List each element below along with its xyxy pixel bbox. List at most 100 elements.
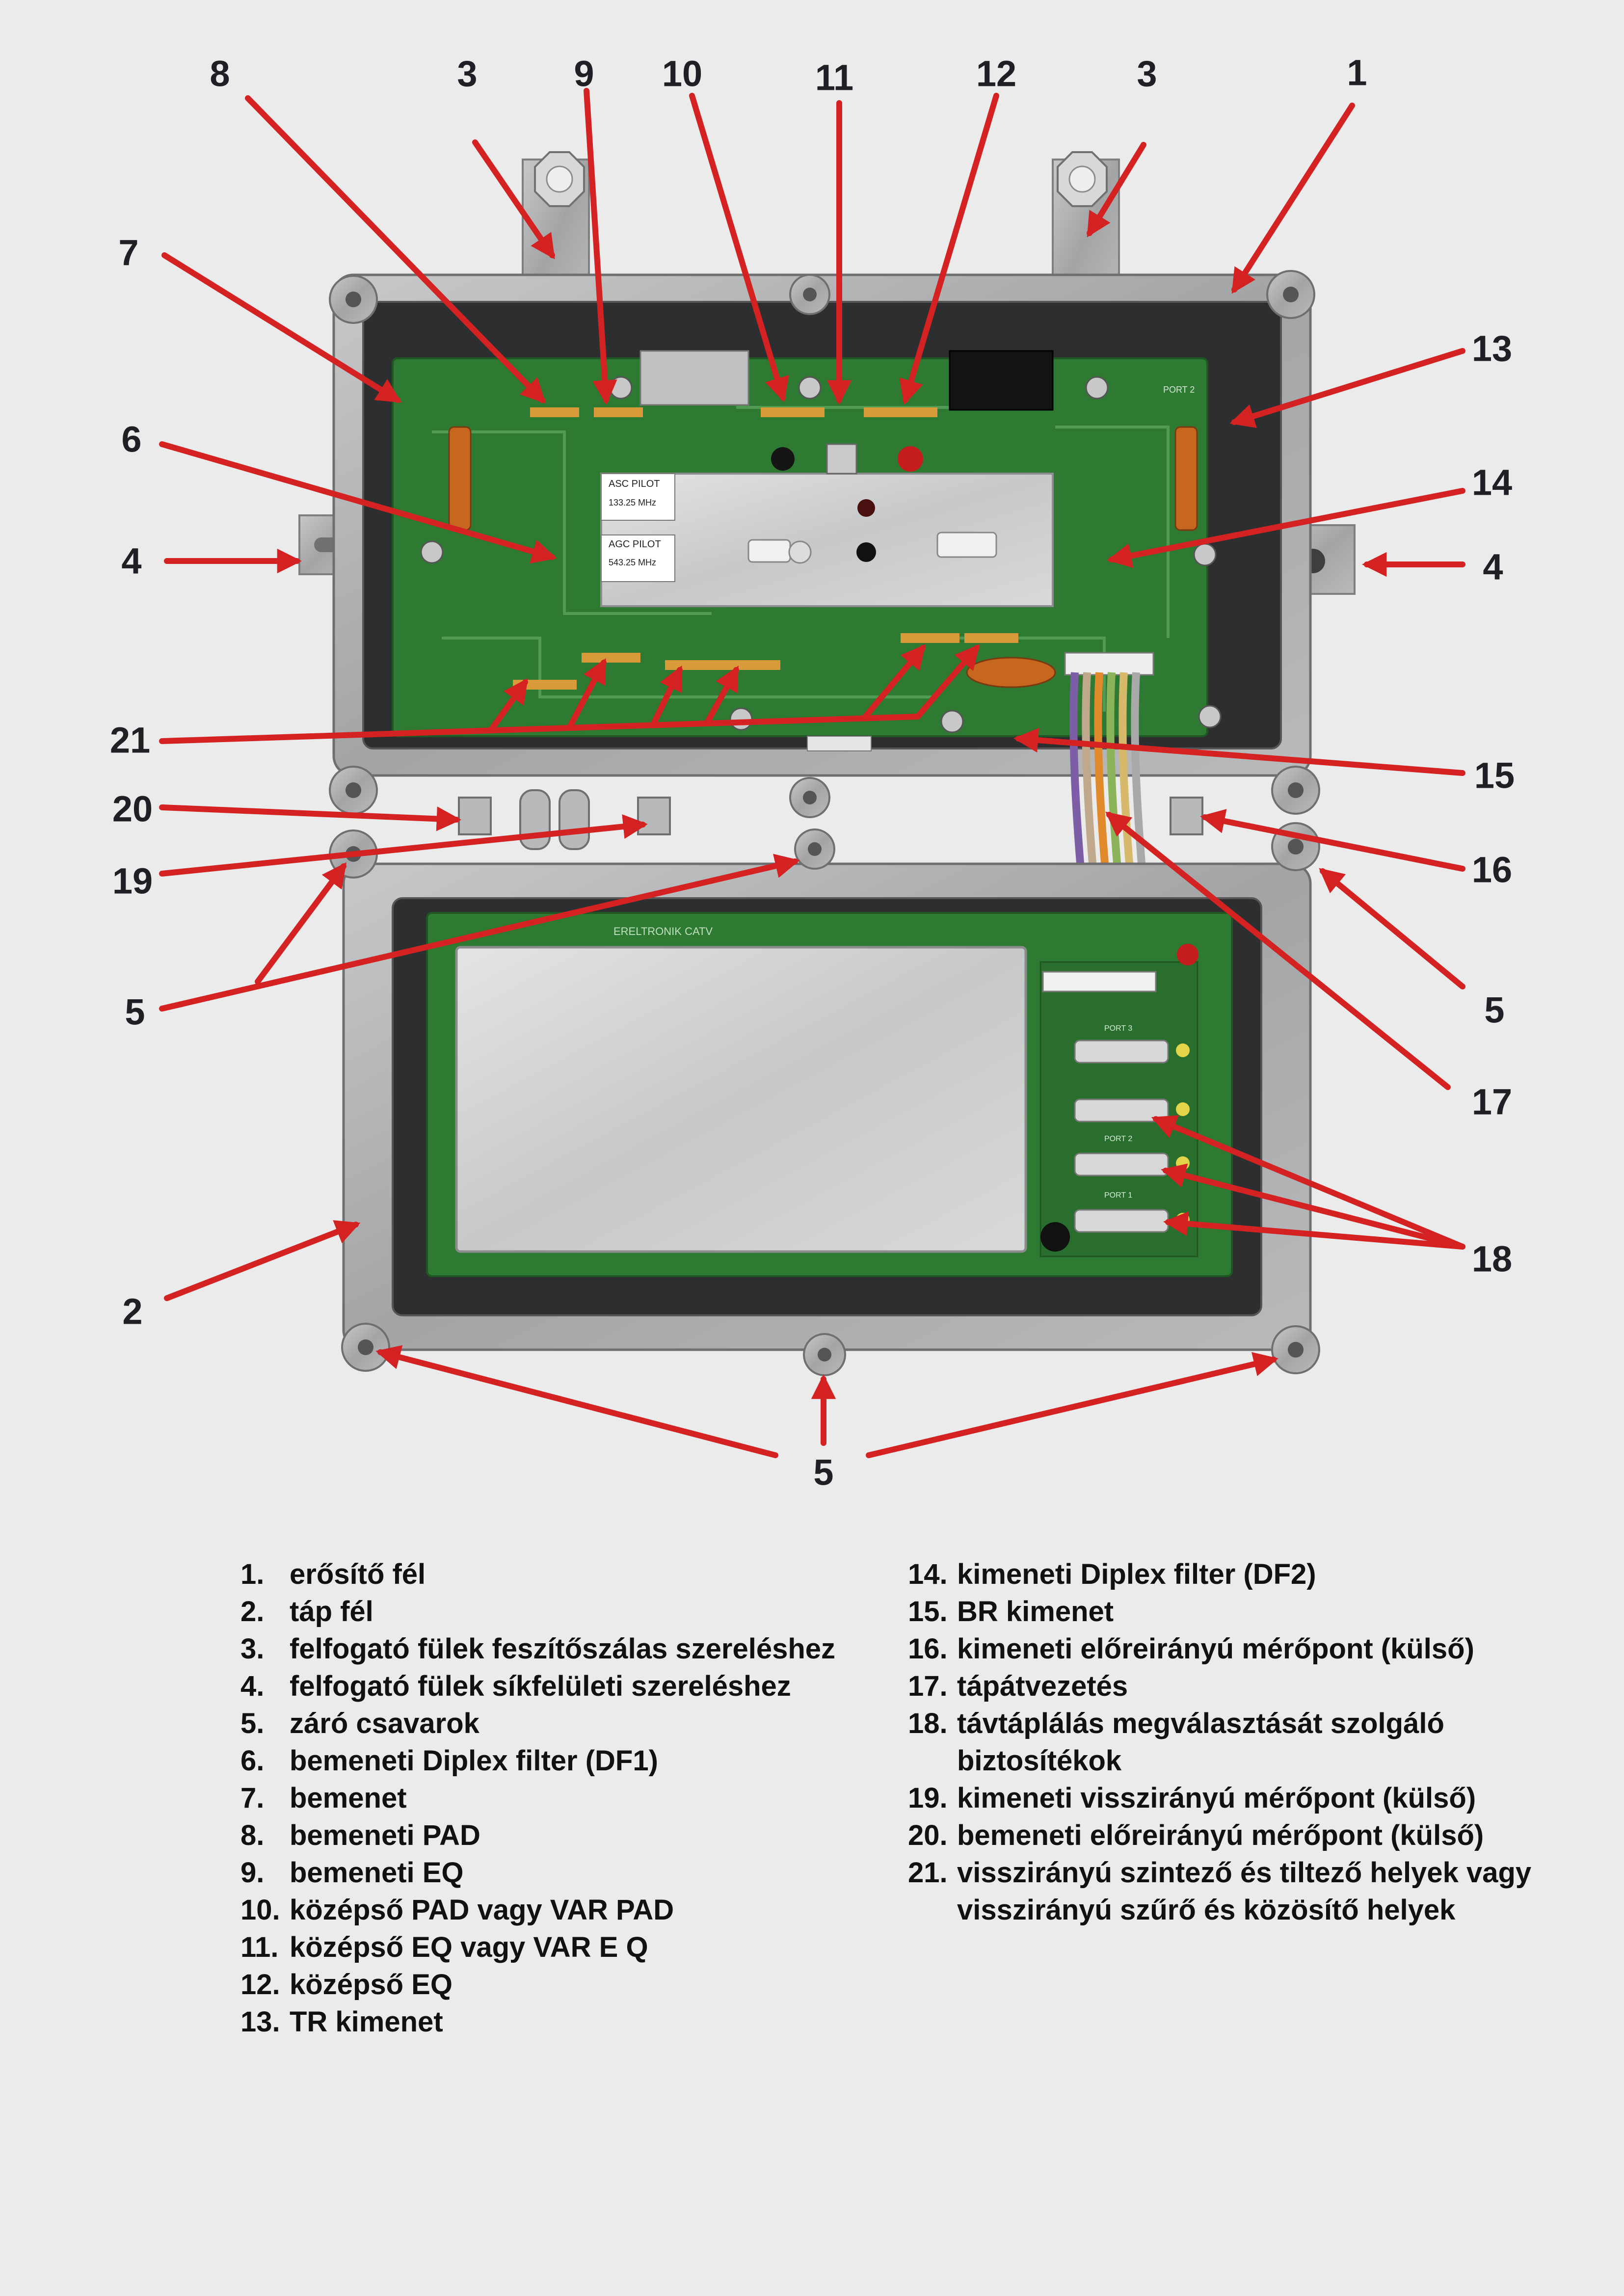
- legend-text: kimeneti előreirányú mérőpont (külső): [957, 1633, 1474, 1665]
- legend-text: erősítő fél: [290, 1558, 426, 1590]
- legend-text: középső PAD vagy VAR PAD: [290, 1894, 674, 1926]
- legend-text: távtáplálás megválasztását szolgáló bizt…: [957, 1708, 1444, 1777]
- legend-right: 14. kimeneti Diplex filter (DF2) 15. BR ki…: [908, 1556, 1546, 1929]
- legend-text: bemeneti EQ: [290, 1857, 464, 1889]
- legend-item: 12. középső EQ: [240, 1966, 874, 2003]
- legend-item: 11.középső EQ vagy VAR E Q: [240, 1929, 874, 1966]
- legend-item: 16. kimeneti előreirányú mérőpont (külső): [908, 1630, 1546, 1668]
- legend-text: táp fél: [290, 1596, 373, 1628]
- fuse-label-port2: PORT 2: [1104, 1135, 1132, 1143]
- callout-5-bottom: 5: [813, 1452, 834, 1493]
- legend-num: 4.: [240, 1670, 265, 1702]
- legend-text: kimeneti Diplex filter (DF2): [957, 1558, 1316, 1590]
- callout-8: 8: [210, 53, 230, 94]
- legend-item: 7. bemenet: [240, 1780, 874, 1817]
- legend-item: 10. középső PAD vagy VAR PAD: [240, 1892, 874, 1929]
- legend-num: 6.: [240, 1745, 265, 1777]
- legend-item: 13. TR kimenet: [240, 2003, 874, 2041]
- input-coil: [448, 426, 472, 531]
- legend-num: 8.: [240, 1819, 265, 1851]
- callout-arrows: [159, 88, 1465, 1458]
- asc-pilot-freq: 133.25 MHz: [609, 498, 656, 507]
- legend-item: 17. tápátvezetés: [908, 1668, 1546, 1705]
- legend-item: 5. záró csavarok: [240, 1705, 874, 1742]
- legend-num: 16.: [908, 1633, 948, 1665]
- legend-num: 19.: [908, 1782, 948, 1814]
- legend-num: 10.: [240, 1894, 280, 1926]
- legend-item: 9.bemeneti EQ: [240, 1854, 874, 1892]
- callout-3-left: 3: [457, 53, 478, 94]
- callout-15: 15: [1474, 755, 1515, 796]
- legend-text: bemenet: [290, 1782, 407, 1814]
- power-supply-housing: ERELTRONIK CATV PORT 3 PORT 2 PORT 1: [329, 822, 1320, 1376]
- device-photo-diagram: ASC PILOT 133.25 MHz AGC PILOT 543.25 MH…: [159, 88, 1465, 1458]
- callout-9: 9: [574, 53, 594, 94]
- agc-pilot-freq: 543.25 MHz: [609, 558, 656, 567]
- legend-text: tápátvezetés: [957, 1670, 1128, 1702]
- legend-num: 12.: [240, 1969, 280, 2001]
- legend-text: felfogató fülek feszítőszálas szereléshe…: [290, 1633, 836, 1665]
- legend-text: középső EQ: [290, 1969, 453, 2001]
- legend-item: 8. bemeneti PAD: [240, 1817, 874, 1854]
- legend-num: 18.: [908, 1708, 948, 1739]
- legend-text: bemeneti előreirányú mérőpont (külső): [957, 1819, 1484, 1851]
- fuse-label-port3: PORT 3: [1104, 1024, 1132, 1033]
- legend-num: 17.: [908, 1670, 948, 1702]
- legend-text: záró csavarok: [290, 1708, 479, 1739]
- callout-4-right: 4: [1483, 546, 1503, 587]
- legend-left: 1. erősítő fél 2. táp fél 3. felfogató füle…: [240, 1556, 874, 2041]
- legend-num: 20.: [908, 1819, 948, 1851]
- legend-text: felfogató fülek síkfelületi szereléshez: [290, 1670, 791, 1702]
- legend-item: 20. bemeneti előreirányú mérőpont (külső): [908, 1817, 1546, 1854]
- callout-17: 17: [1471, 1081, 1513, 1122]
- callout-5-left: 5: [125, 991, 145, 1033]
- callout-14: 14: [1471, 462, 1513, 503]
- legend-item: 15. BR kimenet: [908, 1593, 1546, 1630]
- legend-item: 19. kimeneti visszirányú mérőpont (külső): [908, 1780, 1546, 1817]
- callout-13: 13: [1471, 328, 1513, 369]
- bolt-left: [534, 151, 585, 207]
- callout-3-right: 3: [1137, 53, 1157, 94]
- legend-text: TR kimenet: [290, 2006, 443, 2038]
- asc-pilot-label: ASC PILOT: [609, 479, 660, 489]
- callout-2: 2: [122, 1291, 143, 1332]
- legend-num: 1.: [240, 1558, 265, 1590]
- psu-shield-plate: [455, 946, 1027, 1253]
- brand-label: ERELTRONIK CATV: [613, 925, 713, 937]
- agc-pilot-label: AGC PILOT: [609, 539, 661, 550]
- legend-item: 6.bemeneti Diplex filter (DF1): [240, 1742, 874, 1780]
- legend-item: 1. erősítő fél: [240, 1556, 874, 1593]
- callout-18: 18: [1471, 1238, 1513, 1280]
- legend-num: 3.: [240, 1633, 265, 1665]
- legend-item: 21.visszirányú szintező és tiltező helye…: [908, 1854, 1546, 1929]
- callout-6: 6: [121, 419, 142, 460]
- callout-10: 10: [662, 53, 703, 94]
- legend-num: 14.: [908, 1558, 948, 1590]
- callout-20: 20: [112, 788, 153, 829]
- amplifier-housing: ASC PILOT 133.25 MHz AGC PILOT 543.25 MH…: [298, 151, 1356, 850]
- legend-num: 15.: [908, 1596, 948, 1628]
- legend-num: 21.: [908, 1857, 948, 1889]
- legend-text: BR kimenet: [957, 1596, 1114, 1628]
- callout-5-right: 5: [1484, 989, 1505, 1031]
- legend-num: 5.: [240, 1708, 265, 1739]
- legend-num: 11.: [240, 1931, 279, 1963]
- br-coil: [966, 657, 1056, 688]
- legend-item: 2. táp fél: [240, 1593, 874, 1630]
- legend-num: 2.: [240, 1596, 265, 1628]
- legend-item: 14. kimeneti Diplex filter (DF2): [908, 1556, 1546, 1593]
- callout-19: 19: [112, 860, 153, 902]
- callout-11: 11: [815, 57, 854, 98]
- legend-num: 13.: [240, 2006, 280, 2038]
- legend-item: 4. felfogató fülek síkfelületi szereléshe…: [240, 1668, 874, 1705]
- legend-text: kimeneti visszirányú mérőpont (külső): [957, 1782, 1476, 1814]
- callout-21: 21: [109, 720, 151, 761]
- legend-item: 18. távtáplálás megválasztását szolgáló b…: [908, 1705, 1546, 1780]
- legend-text: bemeneti PAD: [290, 1819, 480, 1851]
- callout-1: 1: [1347, 52, 1367, 93]
- legend-item: 3. felfogató fülek feszítőszálas szerelés…: [240, 1630, 874, 1668]
- callout-7: 7: [118, 232, 139, 273]
- output-coil: [1174, 426, 1198, 531]
- bolt-right: [1057, 151, 1108, 207]
- legend-num: 7.: [240, 1782, 265, 1814]
